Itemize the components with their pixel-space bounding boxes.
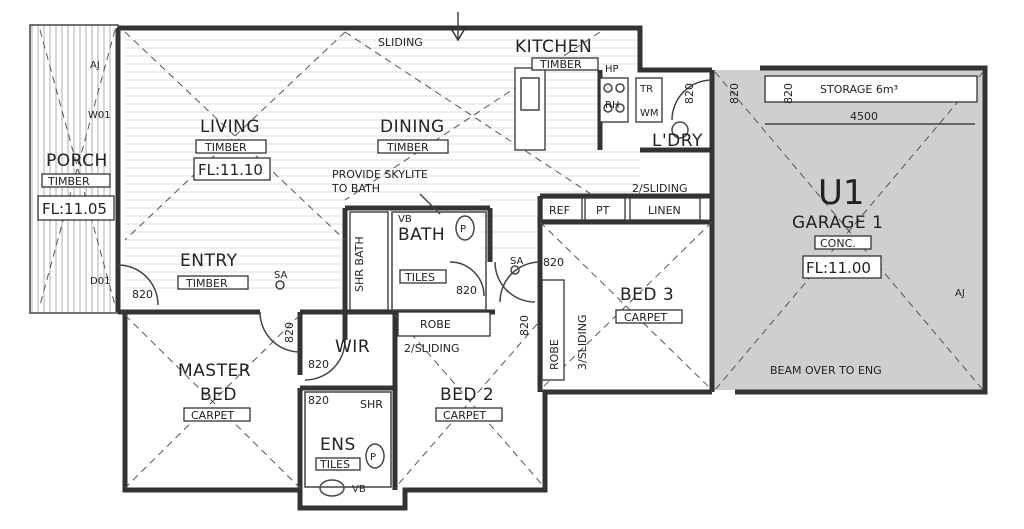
door-dim-wir: 820: [308, 358, 329, 371]
linen-label: LINEN: [648, 204, 681, 217]
door-dim-storage: 820: [782, 83, 795, 104]
porch-decking: [31, 25, 111, 312]
slid-2-ldry: 2/SLIDING: [632, 182, 688, 195]
bed3-finish: CARPET: [624, 311, 667, 324]
smoke-alarm-icon: [275, 280, 285, 290]
ens-label: ENS: [320, 435, 356, 455]
storage-label: STORAGE 6m³: [820, 83, 898, 96]
bath-vb: VB: [398, 214, 412, 225]
living-label: LIVING: [200, 117, 260, 137]
garage-finish: CONC.: [820, 237, 856, 250]
door-dim-ldry: 820: [683, 83, 696, 104]
linen-box: [629, 197, 701, 221]
garage-fl: FL:11.00: [806, 259, 871, 277]
robe-box: [397, 311, 491, 337]
sa-tag: SA: [274, 270, 288, 281]
ens-shr-label: SHR: [360, 398, 383, 411]
wir-label: WIR: [335, 337, 370, 357]
master-label-2: BED: [200, 385, 237, 405]
entry-label: ENTRY: [180, 251, 238, 271]
sink-icon: [520, 77, 540, 111]
smoke-alarm-icon-2: [510, 265, 520, 275]
aj-tag: AJ: [90, 60, 100, 71]
garage-unit: U1: [818, 173, 865, 213]
entry-finish: TIMBER: [185, 277, 228, 290]
shr-bath-box: [349, 211, 389, 311]
door-dim-bed3: 820: [543, 256, 564, 269]
robe-label: ROBE: [420, 318, 451, 331]
shr-bath-label: SHR BATH: [353, 236, 366, 292]
master-label-1: MASTER: [178, 361, 251, 381]
robe-vertical-box: [541, 279, 565, 381]
bath-finish: TILES: [404, 271, 435, 284]
ens-vb: VB: [352, 484, 366, 495]
garage-label: GARAGE 1: [792, 213, 883, 233]
sa-tag-2: SA: [510, 256, 524, 267]
dining-label: DINING: [380, 117, 445, 137]
slid-3: 3/SLIDING: [576, 314, 589, 370]
bath-label: BATH: [398, 225, 445, 245]
porch-finish: TIMBER: [47, 175, 90, 188]
skylite-line1: PROVIDE SKYLITE: [332, 168, 428, 181]
kitchen-bench: [514, 67, 546, 151]
kitchen-finish: TIMBER: [539, 58, 582, 71]
kitchen-label: KITCHEN: [515, 37, 592, 57]
bed2-label: BED 2: [440, 385, 494, 405]
ldry-label: L'DRY: [652, 131, 703, 151]
ens-finish: TILES: [319, 458, 350, 471]
bed2-finish: CARPET: [443, 409, 486, 422]
door-dim-ens: 820: [308, 394, 329, 407]
master-finish: CARPET: [191, 409, 234, 422]
living-finish: TIMBER: [204, 141, 247, 154]
skylite-line2: TO BATH: [331, 182, 380, 195]
door-dim-bed2: 820: [518, 315, 531, 336]
aj-tag-2: AJ: [955, 288, 965, 299]
door-dim-garage: 820: [728, 83, 741, 104]
dim-4500: 4500: [850, 110, 878, 123]
d01-tag: D01: [90, 276, 110, 287]
room-diagonals: [39, 29, 984, 489]
wm-label: WM: [640, 108, 659, 119]
beam-label: BEAM OVER TO ENG: [770, 364, 882, 377]
hp-label: HP: [605, 64, 619, 75]
ref-box: [541, 197, 583, 221]
toilet-icon: [455, 215, 475, 241]
rh-label: RH: [605, 100, 619, 111]
storage-box: [764, 75, 978, 103]
ens-p: P: [370, 452, 376, 463]
laundry-tub-icon: [671, 121, 689, 139]
door-swings: [117, 79, 713, 381]
dining-finish: TIMBER: [386, 141, 429, 154]
door-dim-bath: 820: [456, 284, 477, 297]
ref-label: REF: [549, 204, 570, 217]
porch-label: PORCH: [46, 151, 108, 171]
robe-vertical-label: ROBE: [548, 339, 561, 370]
bed3-label: BED 3: [620, 285, 674, 305]
pt-label: PT: [596, 204, 610, 217]
vanity-basin-icon: [319, 479, 345, 497]
slid-2-bed2: 2/SLIDING: [404, 342, 460, 355]
w01-tag: W01: [88, 110, 111, 121]
bath-p: P: [460, 224, 466, 235]
porch-fl: FL:11.05: [42, 200, 107, 218]
tr-label: TR: [639, 84, 653, 95]
living-fl: FL:11.10: [198, 161, 263, 179]
pt-box: [584, 197, 626, 221]
door-dim-master: 820: [283, 322, 296, 343]
ens-toilet-icon: [365, 443, 385, 469]
sliding-top: SLIDING: [378, 36, 423, 49]
door-dim-entry: 820: [132, 288, 153, 301]
ens-tiles: [304, 391, 392, 488]
